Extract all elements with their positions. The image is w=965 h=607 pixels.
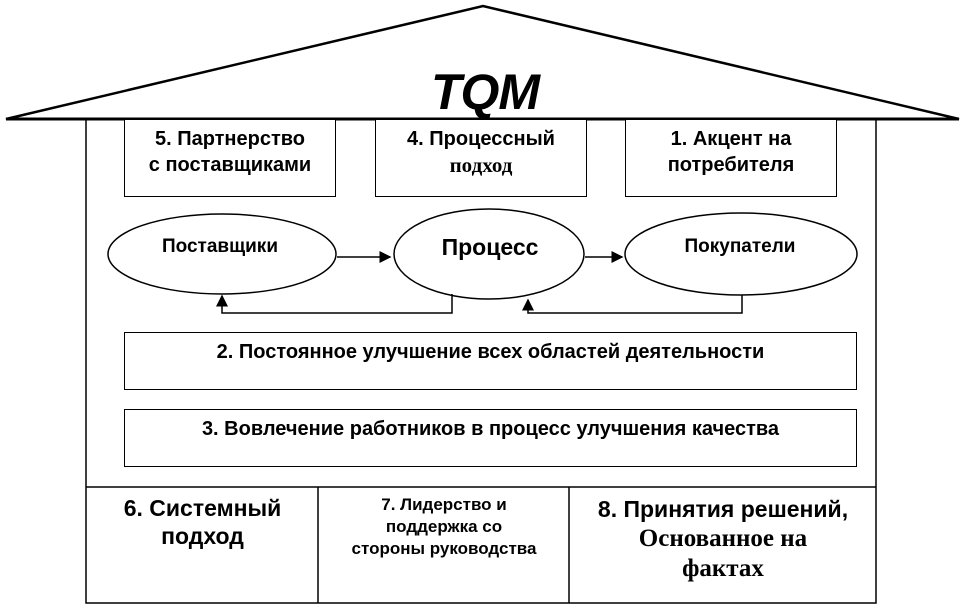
node-label-customers: Покупатели (684, 236, 796, 257)
box-process-approach: 4. Процессный подход (375, 119, 587, 197)
ellipse-suppliers (107, 213, 337, 295)
node-label-suppliers: Поставщики (161, 236, 279, 257)
node-label-process: Процесс (441, 234, 539, 260)
box-line: потребителя (667, 154, 795, 176)
box-line: 5. Партнерство (154, 128, 306, 150)
cell-line: стороны руководства (351, 539, 537, 558)
diagram-title: TQM (430, 64, 540, 120)
cell-line: 6. Системный (123, 495, 282, 521)
cell-line: фактах (682, 555, 764, 582)
box-customer-focus: 1. Акцент на потребителя (625, 119, 837, 197)
ellipse-process (393, 208, 585, 300)
box-employee-involvement: 3. Вовлечение работников в процесс улучш… (124, 409, 857, 467)
cell-line: 8. Принятия решений, (597, 496, 849, 522)
cell-line: подход (161, 523, 244, 549)
box-line: с поставщиками (148, 154, 312, 176)
feedback-customers-to-process (522, 295, 743, 314)
box-line: подход (449, 153, 513, 177)
box-supplier-partnership: 5. Партнерство с поставщиками (124, 119, 336, 197)
feedback-process-to-suppliers (216, 294, 453, 314)
box-continuous-improvement: 2. Постоянное улучшение всех областей де… (124, 332, 857, 390)
cell-line: Основанное на (638, 525, 808, 552)
cell-line: поддержка со (385, 517, 503, 536)
ellipse-customers (624, 212, 858, 296)
cell-line: 7. Лидерство и (381, 495, 507, 514)
foundation-leadership: 7. Лидерство и поддержка со стороны руко… (319, 494, 569, 560)
foundation-system-approach: 6. Системный подход (87, 494, 318, 550)
box-line: 1. Акцент на (670, 128, 792, 150)
foundation-fact-based-decisions: 8. Принятия решений, Основанное на факта… (570, 494, 876, 584)
box-line: 4. Процессный (407, 128, 555, 150)
